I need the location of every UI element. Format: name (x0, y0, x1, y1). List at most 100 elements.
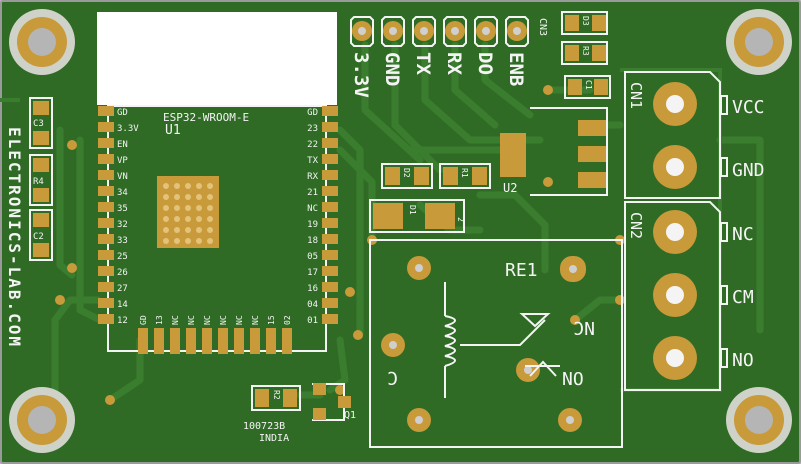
thermal-via (207, 227, 213, 233)
cn2-pin-no: NO (732, 350, 754, 371)
module-thermal-pad (157, 176, 219, 248)
module-right-pad (322, 170, 338, 180)
board-code: 100723B (243, 421, 285, 432)
c3-label: C3 (33, 119, 44, 129)
module-bottom-pad (154, 328, 164, 354)
d3-label: D3 (581, 16, 590, 26)
module-right-pin-label: RX (307, 172, 318, 182)
module-left-pin-label: 32 (117, 220, 128, 230)
module-bottom-pad (282, 328, 292, 354)
mounting-hole-bottom-right (726, 387, 792, 453)
diode-d3: D3 (561, 11, 608, 35)
module-bottom-pin-label: NC (251, 315, 260, 325)
module-right-pin-label: 05 (307, 252, 318, 262)
header-pin-label: DO (474, 52, 496, 75)
module-left-pad (98, 202, 114, 212)
header-pin-drill (389, 27, 397, 35)
module-bottom-pin-label: NC (203, 315, 212, 325)
esp32-module: ESP32-WROOM-E U1 GD3.3VENVPVN34353233252… (97, 12, 338, 354)
header-pin-outline (474, 16, 498, 47)
d2-label: D2 (402, 168, 411, 178)
thermal-via (207, 205, 213, 211)
relay-designator: RE1 (505, 260, 538, 281)
relay-no-label: NO (562, 369, 584, 390)
module-right-pin-label: 17 (307, 268, 318, 278)
thermal-via (174, 238, 180, 244)
capacitor-c2: C2 (29, 209, 53, 261)
module-bottom-pin-label: GD (139, 315, 148, 325)
connector-cn2: CN2 NC CM NO (624, 201, 754, 391)
diode-d1: D1 2 (369, 199, 465, 233)
mounting-holes (9, 9, 792, 453)
module-bottom-pad (218, 328, 228, 354)
thermal-via (196, 205, 202, 211)
module-left-pin-label: 33 (117, 236, 128, 246)
module-right-pad (322, 266, 338, 276)
module-bottom-pin-label: NC (187, 315, 196, 325)
thermal-via (207, 216, 213, 222)
module-left-pin-label: EN (117, 140, 128, 150)
header-pin-label: ENB (505, 52, 527, 86)
thermal-via (163, 238, 169, 244)
q1-label: Q1 (344, 410, 356, 421)
module-left-pad (98, 298, 114, 308)
module-left-pin-label: 26 (117, 268, 128, 278)
thermal-via (196, 227, 202, 233)
module-left-pin-label: VN (117, 172, 128, 182)
module-right-pin-label: 21 (307, 188, 318, 198)
thermal-via (163, 183, 169, 189)
relay-pins (381, 256, 586, 432)
header-pin-outline (350, 16, 374, 47)
module-bottom-pin-label: NC (219, 315, 228, 325)
capacitor-c1: C1 (564, 75, 611, 99)
module-right-pad (322, 218, 338, 228)
module-left-pin-label: 34 (117, 188, 128, 198)
module-antenna-area (97, 12, 337, 105)
module-right-pad (322, 186, 338, 196)
header-pin-label: 3.3V (350, 52, 372, 98)
module-right-pin-label: 23 (307, 124, 318, 134)
c1-label: C1 (584, 80, 593, 90)
cn3-label: CN3 (537, 18, 548, 36)
header-pin-drill (358, 27, 366, 35)
module-right-pad (322, 250, 338, 260)
diode-d2: D2 (381, 163, 433, 189)
resistor-r2: R2 (251, 385, 301, 411)
thermal-via (207, 183, 213, 189)
header-pin-drill (420, 27, 428, 35)
module-right-pin-label: NC (307, 204, 318, 214)
header-pin-drill (451, 27, 459, 35)
header-pin-drill (482, 27, 490, 35)
website-label: ELECTRONICS-LAB.COM (5, 127, 24, 348)
relay-nc-label: NC (573, 317, 595, 338)
cn1-label: CN1 (627, 82, 645, 109)
resistor-r1: R1 (439, 163, 491, 189)
module-right-pin-label: GD (307, 108, 318, 118)
thermal-via (196, 238, 202, 244)
module-right-pad (322, 282, 338, 292)
module-right-pin-label: 19 (307, 220, 318, 230)
cn1-pin-vcc: VCC (732, 97, 765, 118)
module-bottom-pad (250, 328, 260, 354)
header-pin-outline (381, 16, 405, 47)
module-left-pin-label: 27 (117, 284, 128, 294)
module-left-pad (98, 314, 114, 324)
resistor-r3: R3 (561, 41, 608, 65)
module-left-pad (98, 106, 114, 116)
thermal-via (174, 205, 180, 211)
module-bottom-pin-label: NC (235, 315, 244, 325)
module-right-pin-label: 22 (307, 140, 318, 150)
d1-label: D1 (408, 205, 417, 215)
r3-label: R3 (581, 46, 590, 56)
module-left-pad (98, 250, 114, 260)
u2-label: U2 (503, 181, 517, 195)
vias (55, 85, 625, 405)
resistor-r4: R4 (29, 154, 53, 206)
thermal-via (207, 238, 213, 244)
module-bottom-pad (266, 328, 276, 354)
module-bottom-pad (234, 328, 244, 354)
